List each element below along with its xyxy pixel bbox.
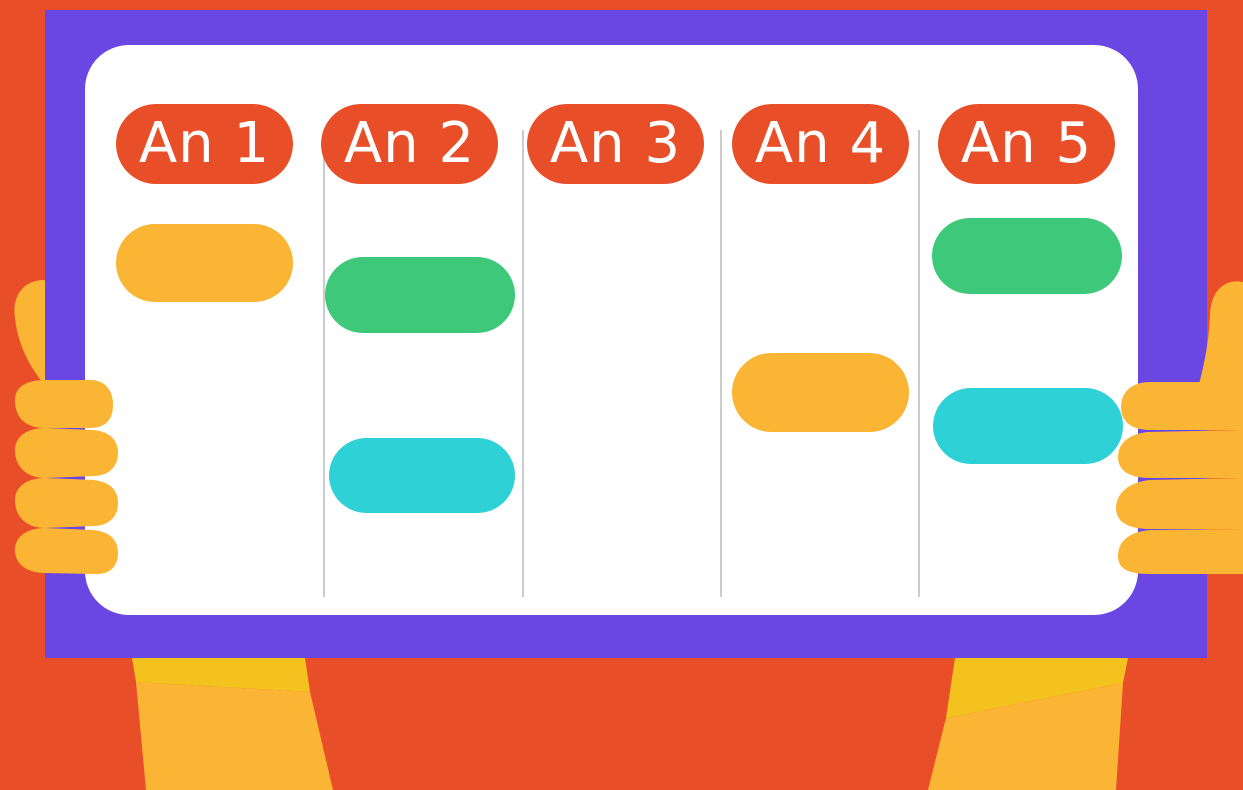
- right-finger-2: [1118, 430, 1243, 478]
- right-finger-3: [1116, 478, 1243, 529]
- right-finger-4: [1118, 529, 1243, 574]
- right-thumb: [1198, 281, 1243, 390]
- right-finger-1: [1121, 382, 1243, 430]
